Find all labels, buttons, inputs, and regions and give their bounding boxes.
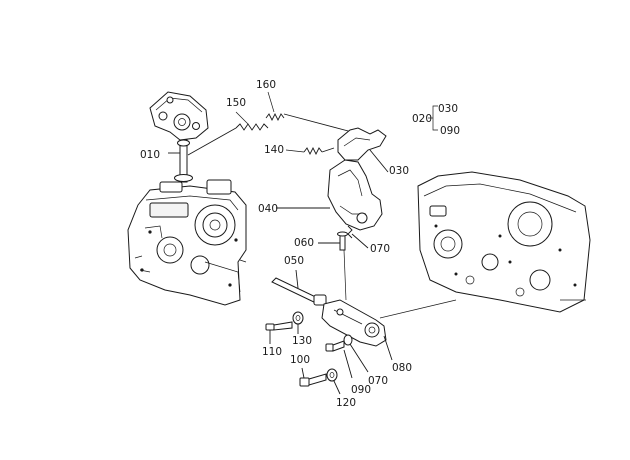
shaft-050 [271, 269, 327, 306]
bolt-100 [299, 367, 327, 387]
label-010: 010 [140, 149, 160, 161]
pin-060 [318, 231, 348, 251]
label-040: 040 [258, 203, 278, 215]
washer-120 [326, 368, 341, 395]
legend-bracket [428, 105, 438, 131]
engine-block-right [417, 171, 591, 313]
label-020: 020 [412, 113, 432, 125]
label-060: 060 [294, 237, 314, 249]
fork-lever-040 [276, 159, 383, 231]
spring-clip-070 [347, 225, 369, 249]
spring-140 [285, 146, 335, 156]
label-100: 100 [290, 354, 310, 366]
lever-080 [321, 249, 457, 361]
label-080: 080 [392, 362, 412, 374]
label-130: 130 [292, 335, 312, 347]
label-110: 110 [262, 346, 282, 358]
label-070-upper: 070 [370, 243, 390, 255]
washer-130 [292, 311, 304, 334]
label-030-legend: 030 [438, 103, 458, 115]
label-140: 140 [264, 144, 284, 156]
bolt-090 [325, 340, 353, 379]
label-090: 090 [351, 384, 371, 396]
engine-gear-case [127, 179, 247, 306]
label-150: 150 [226, 97, 246, 109]
spring-150 [187, 111, 269, 156]
governor-lever-030 [337, 127, 389, 173]
label-090-legend: 090 [440, 125, 460, 137]
bolt-110 [265, 321, 293, 344]
label-160: 160 [256, 79, 276, 91]
shaft-010 [168, 139, 193, 183]
label-030: 030 [389, 165, 409, 177]
governor-housing [149, 91, 209, 141]
label-070-lower: 070 [368, 375, 388, 387]
label-120: 120 [336, 397, 356, 409]
washer-070-lower [343, 334, 369, 373]
label-050: 050 [284, 255, 304, 267]
spring-160 [265, 91, 353, 133]
